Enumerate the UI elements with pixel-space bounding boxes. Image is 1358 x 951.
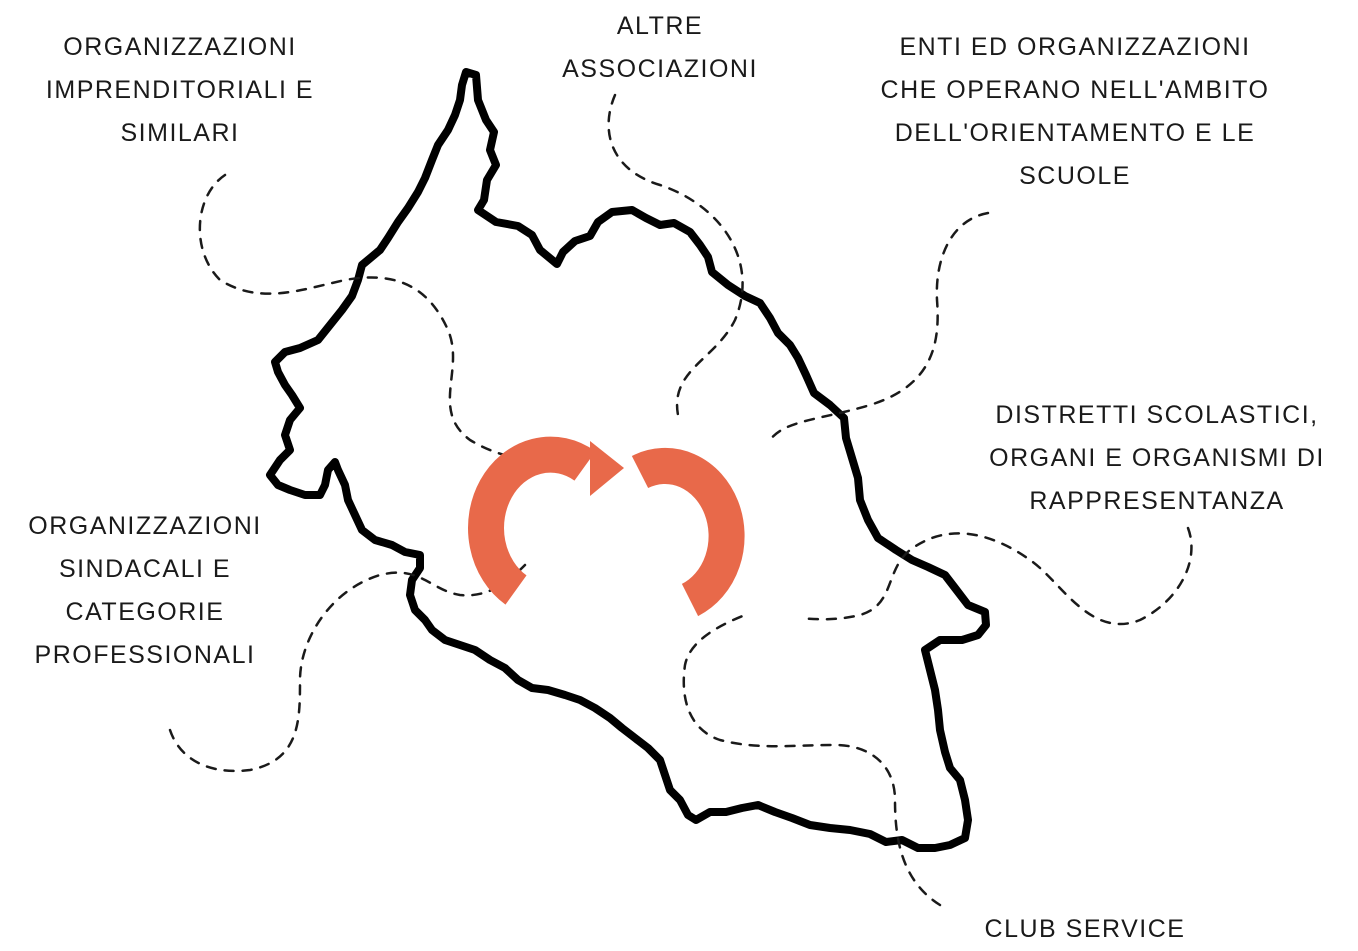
label-enti-orientamento: ENTI ED ORGANIZZAZIONI CHE OPERANO NELL'… <box>840 26 1310 198</box>
connector-distretti <box>798 526 1193 626</box>
label-line: DELL'ORIENTAMENTO E LE <box>894 119 1256 147</box>
label-line: ASSOCIAZIONI <box>562 55 758 83</box>
label-line: IMPRENDITORIALI E <box>45 76 315 104</box>
label-line: SCUOLE <box>1019 162 1131 190</box>
label-altre-associazioni: ALTRE ASSOCIAZIONI <box>530 5 790 91</box>
connector-altre-associazioni <box>607 93 744 417</box>
connector-imprenditoriali <box>198 173 517 460</box>
region-outline-icon <box>266 68 990 852</box>
label-line: SIMILARI <box>120 119 240 147</box>
label-line: CHE OPERANO NELL'AMBITO <box>880 76 1270 104</box>
label-line: RAPPRESENTANZA <box>1029 487 1285 515</box>
label-line: ORGANIZZAZIONI <box>28 512 262 540</box>
label-line: CLUB SERVICE <box>984 915 1186 943</box>
label-line: DISTRETTI SCOLASTICI, <box>995 401 1319 429</box>
label-club-service: CLUB SERVICE <box>960 908 1210 951</box>
label-line: ORGANIZZAZIONI <box>63 33 297 61</box>
label-line: ENTI ED ORGANIZZAZIONI <box>899 33 1251 61</box>
label-distretti-scolastici: DISTRETTI SCOLASTICI, ORGANI E ORGANISMI… <box>960 394 1354 523</box>
connector-enti <box>768 211 990 442</box>
label-organizzazioni-sindacali: ORGANIZZAZIONI SINDACALI E CATEGORIE PRO… <box>0 505 290 677</box>
label-organizzazioni-imprenditoriali: ORGANIZZAZIONI IMPRENDITORIALI E SIMILAR… <box>20 26 340 155</box>
label-line: ORGANI E ORGANISMI DI <box>989 444 1325 472</box>
connector-sindacali <box>168 563 527 773</box>
connector-club-service <box>682 613 942 907</box>
label-line: ALTRE <box>616 12 704 40</box>
label-line: CATEGORIE <box>65 598 225 626</box>
label-line: PROFESSIONALI <box>34 641 256 669</box>
label-line: SINDACALI E <box>58 555 232 583</box>
center-logo-icon <box>468 436 745 617</box>
